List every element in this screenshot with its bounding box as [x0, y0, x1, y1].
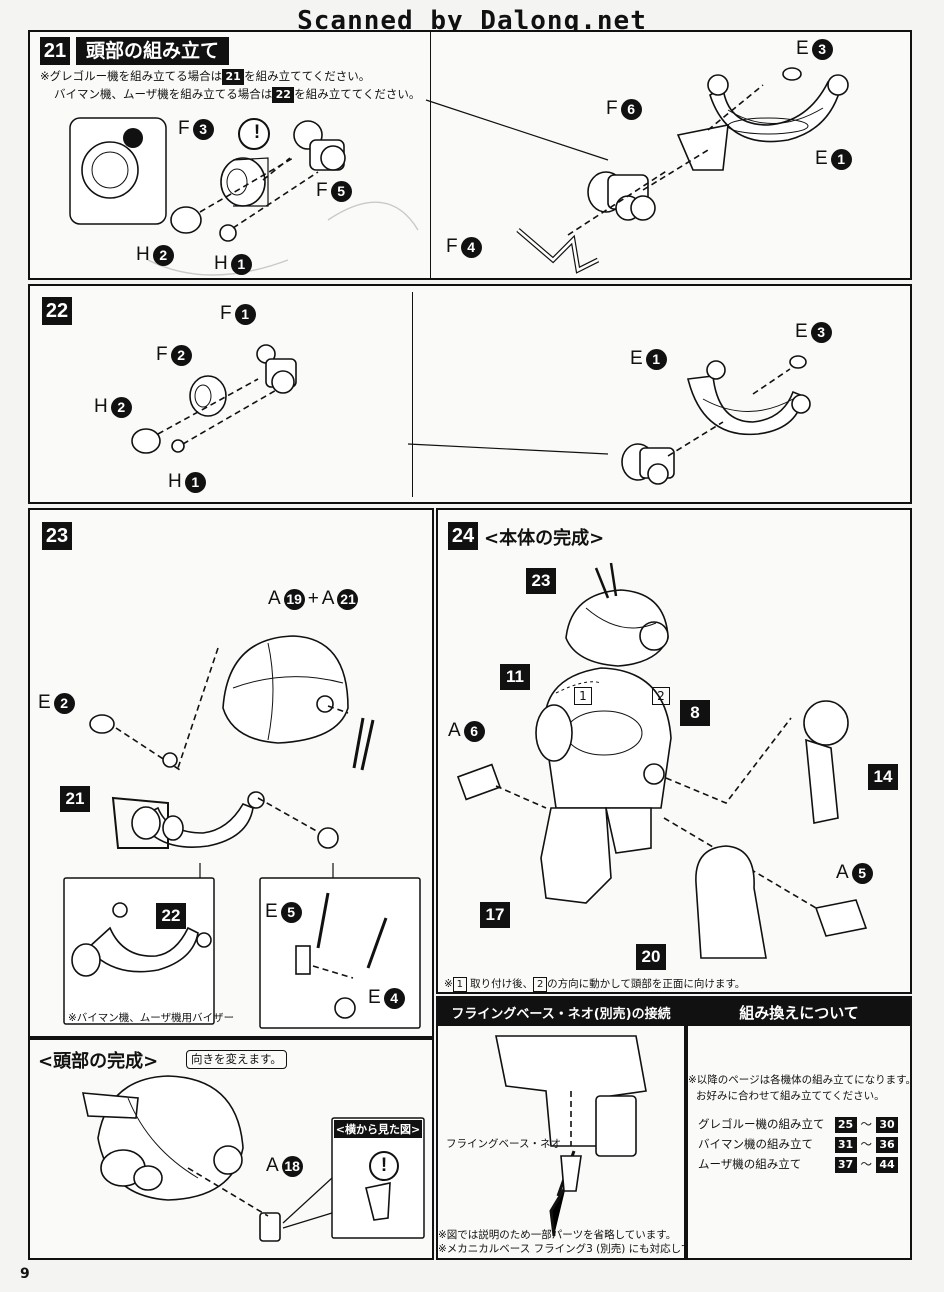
- head-complete-diagram: [81, 1075, 425, 1242]
- ref-8-24: 8: [680, 700, 710, 726]
- ref-22-23: 22: [156, 903, 186, 929]
- flying-base-note-2: ※メカニカルベース フライング3 (別売) にも対応しております。: [438, 1243, 743, 1255]
- side-view-title: <横から見た図>: [334, 1120, 422, 1138]
- step-21-divider: [430, 30, 431, 280]
- caution-icon: !: [253, 122, 261, 143]
- ref-23-24: 23: [526, 568, 556, 594]
- rebuild-title: 組み換えについて: [688, 998, 910, 1026]
- step-21-title: 頭部の組み立て: [76, 37, 230, 65]
- rebuild-note-1: ※以降のページは各機体の組み立てになります。: [688, 1074, 917, 1086]
- caution-icon-side: !: [380, 1155, 388, 1176]
- flying-base-note-1: ※図では説明のため一部パーツを省略しています。: [438, 1229, 677, 1241]
- step-23-diagram: [63, 635, 421, 1029]
- turn-step-2: 2: [652, 687, 670, 705]
- step-21-diagram: [69, 67, 849, 276]
- step-22-divider: [412, 292, 413, 497]
- step-24-diagram: [456, 562, 868, 959]
- step-22-number: 22: [42, 297, 72, 325]
- ref-17-24: 17: [480, 902, 510, 928]
- step-21-number: 21: [40, 37, 70, 65]
- flying-base-diagram: [495, 1035, 647, 1237]
- ref-11-24: 11: [500, 664, 530, 690]
- turn-step-1: 1: [574, 687, 592, 705]
- page-number: 9: [20, 1266, 30, 1282]
- rebuild-panel: [686, 996, 912, 1260]
- head-complete-title: <頭部の完成>: [38, 1051, 159, 1072]
- step-23-number: 23: [42, 522, 72, 550]
- ref-21-23: 21: [60, 786, 90, 812]
- step-22-panel: [28, 284, 912, 504]
- ref-14-24: 14: [868, 764, 898, 790]
- step-24-number: 24: [448, 522, 478, 550]
- ref-20-24: 20: [636, 944, 666, 970]
- rebuild-note-2: お好みに合わせて組み立ててください。: [696, 1090, 885, 1102]
- rotate-note: 向きを変えます。: [186, 1050, 287, 1069]
- step-24-title: <本体の完成>: [484, 528, 605, 549]
- step-22-diagram: [131, 344, 811, 485]
- flying-base-part-label: フライングベース・ネオ: [446, 1138, 561, 1150]
- visor-note: ※バイマン機、ムーザ機用バイザー: [68, 1012, 235, 1024]
- flying-base-title: フライングベース・ネオ(別売)の接続: [438, 998, 684, 1026]
